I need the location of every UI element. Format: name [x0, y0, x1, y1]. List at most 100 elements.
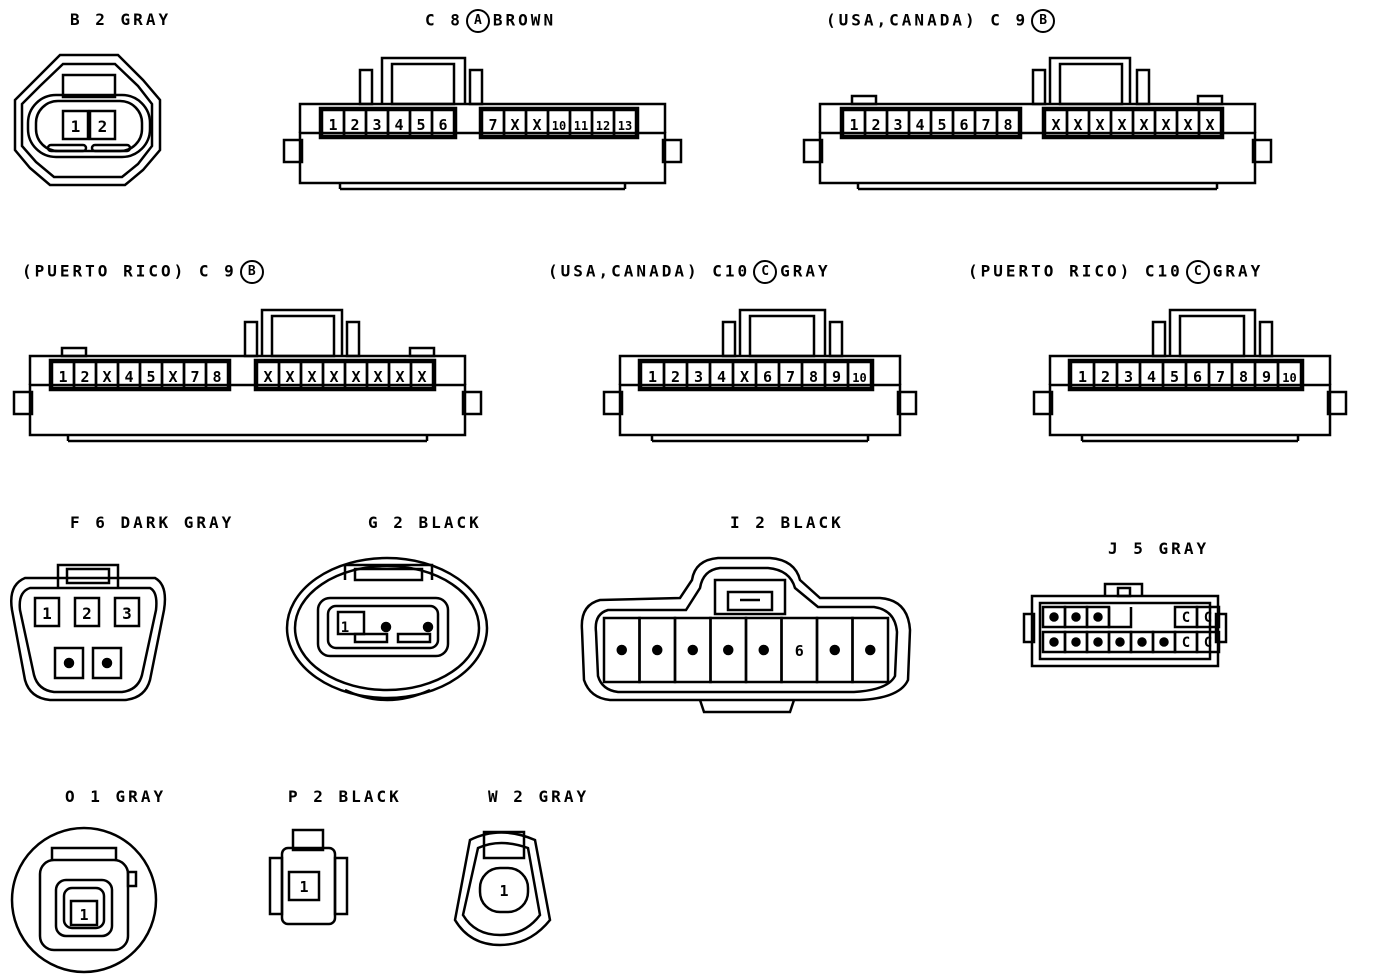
pin-label: 2: [98, 117, 108, 136]
pin-dot: [101, 657, 113, 669]
pin-label: 8: [1003, 116, 1012, 134]
pin-label: X: [395, 368, 404, 386]
pin-label: 2: [80, 368, 89, 386]
pin-dot: [380, 621, 392, 633]
pin-label: 4: [124, 368, 133, 386]
connector-color: BLACK: [338, 787, 402, 806]
circled-mark-c: C: [1185, 260, 1210, 284]
pin-label: X: [1139, 116, 1148, 134]
pin-label: 1: [648, 368, 657, 386]
pin-label: 5: [1170, 368, 1179, 386]
pin-box-2: [88, 109, 117, 141]
pin-dot: [865, 644, 876, 656]
pin-row-frame: [839, 106, 1023, 140]
pin-dot: [1071, 612, 1081, 622]
pin-label: 7: [190, 368, 199, 386]
pin-dot: [723, 644, 734, 656]
label-j5: J 5 GRAY: [1108, 539, 1209, 558]
pin-label: 5: [146, 368, 155, 386]
pin-dot: [1093, 612, 1103, 622]
pin-label: 7: [1216, 368, 1225, 386]
pin-label: 6: [795, 642, 804, 660]
pin-row: 6: [602, 616, 890, 684]
pin-label: 9: [1262, 368, 1271, 386]
connector-code: O 1: [65, 787, 103, 806]
pin-label: 9: [832, 368, 841, 386]
pin-cell: [204, 360, 230, 390]
pin-label: X: [532, 116, 541, 134]
connector-region: (USA,CANADA): [548, 261, 700, 281]
pin-label: 3: [1124, 368, 1133, 386]
pin-cell: [612, 108, 638, 138]
pin-label: X: [285, 368, 294, 386]
pin-box-1: [33, 596, 61, 628]
pin-label: X: [1183, 116, 1192, 134]
connector-color: GRAY: [115, 787, 167, 806]
pin-cell: [995, 108, 1021, 138]
pin-label: 11: [574, 119, 588, 133]
connector-color: GRAY: [780, 261, 831, 281]
connector-region: (USA,CANADA): [826, 10, 978, 30]
pin-dot: [1115, 637, 1125, 647]
connector-code: F 6: [70, 513, 108, 532]
connector-code: I 2: [730, 513, 768, 532]
connector-f6: 1 2 3: [10, 563, 167, 702]
pin-cell: [430, 108, 456, 138]
pin-label: 4: [717, 368, 726, 386]
connector-b2: 1 2: [13, 53, 162, 187]
pin-label: 10: [852, 371, 866, 385]
pin-label: 12: [596, 119, 610, 133]
connector-i2: 6: [580, 556, 912, 714]
connector-code: B 2: [70, 10, 108, 29]
label-p2: P 2 BLACK: [288, 787, 402, 806]
pin-label: 2: [1101, 368, 1110, 386]
pin-row-frame: [1041, 106, 1225, 140]
pin-label: 2: [671, 368, 680, 386]
pin-cell: [1276, 360, 1303, 390]
pin-label: 8: [1239, 368, 1248, 386]
pin-label: 1: [341, 620, 349, 636]
pin-cell: [846, 360, 873, 390]
pin-dot: [63, 657, 75, 669]
pin-cell: [1197, 108, 1223, 138]
pin-dot: [1071, 637, 1081, 647]
pin-label: 7: [488, 116, 497, 134]
pin-dot: [1137, 637, 1147, 647]
label-b2: B 2 GRAY: [70, 10, 171, 29]
connector-color: GRAY: [1158, 539, 1210, 558]
label-g2: G 2 BLACK: [368, 513, 482, 532]
connector-code: C 9: [990, 10, 1029, 30]
connector-color: BLACK: [418, 513, 482, 532]
pin-label: 5: [416, 116, 425, 134]
connector-color: GRAY: [538, 787, 590, 806]
connector-color: DARK GRAY: [120, 513, 235, 532]
pin-dot: [1049, 612, 1059, 622]
pin-label: X: [417, 368, 426, 386]
pin-label: 6: [763, 368, 772, 386]
pin-label: 6: [438, 116, 447, 134]
connector-region: (PUERTO RICO): [22, 261, 187, 281]
pin-dot: [829, 644, 840, 656]
pin-label: X: [168, 368, 177, 386]
pin-box-1: [61, 109, 90, 141]
label-i2: I 2 BLACK: [730, 513, 844, 532]
pin-dot: [1049, 637, 1059, 647]
pin-label: X: [510, 116, 519, 134]
connector-code: C10: [1144, 261, 1183, 281]
pin-label: 4: [394, 116, 403, 134]
connector-w2: 1: [453, 830, 552, 947]
pin-cell: [1195, 630, 1221, 654]
pin-label: 1: [58, 368, 67, 386]
